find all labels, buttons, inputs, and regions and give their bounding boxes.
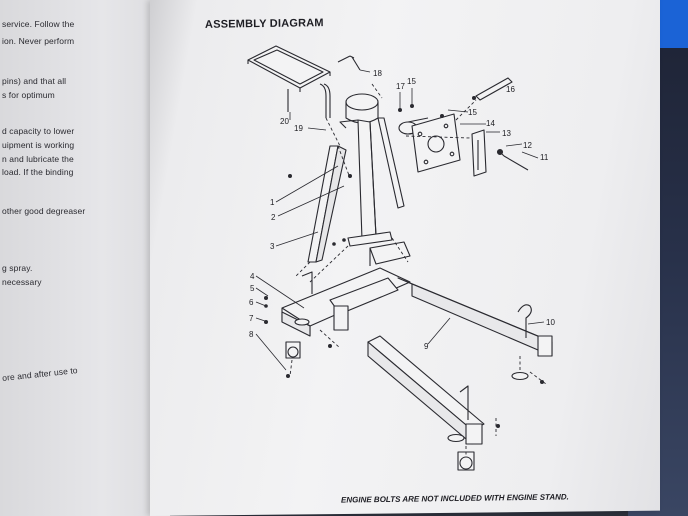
leg-brace (307, 145, 347, 263)
left-page (0, 0, 170, 516)
part-number-label: 20 (280, 117, 289, 126)
tool-tray (247, 45, 331, 118)
left-page-line: ion. Never perform (2, 36, 75, 46)
left-page-line: other good degreaser (2, 206, 86, 216)
part-number-label: 5 (250, 284, 255, 293)
part-number-label: 2 (271, 213, 276, 222)
part-number-label: 17 (396, 82, 405, 91)
part-number-label: 19 (294, 124, 303, 133)
left-page-line: necessary (2, 277, 42, 287)
left-page-line: d capacity to lower (2, 126, 75, 136)
part-number-label: 1 (270, 198, 275, 207)
left-page-line: pins) and that all (2, 76, 67, 86)
part-number-label: 12 (523, 141, 532, 150)
part-number-label: 13 (502, 129, 511, 138)
part-number-label: 15 (407, 77, 416, 86)
part-number-label: 6 (249, 298, 254, 307)
monitor-edge (658, 0, 688, 48)
left-page-line: s for optimum (2, 90, 55, 100)
part-number-label: 15 (468, 108, 477, 117)
caster (285, 318, 529, 471)
left-page-line: uipment is working (2, 140, 75, 150)
left-page-line: service. Follow the (2, 19, 75, 29)
base-frame (281, 241, 553, 445)
left-page-line: g spray. (2, 263, 33, 273)
part-number-label: 8 (249, 330, 254, 339)
part-number-label: 9 (424, 342, 429, 351)
part-number-label: 11 (540, 153, 549, 162)
part-number-label: 18 (373, 69, 382, 78)
part-number-label: 3 (270, 242, 275, 251)
part-number-label: 10 (546, 318, 555, 327)
part-number-label: 7 (249, 314, 254, 323)
part-number-label: 14 (486, 119, 495, 128)
part-number-label: 4 (250, 272, 255, 281)
left-page-line: load. If the binding (2, 167, 74, 177)
part-number-label: 16 (506, 85, 515, 94)
left-page-line: n and lubricate the (2, 154, 74, 164)
engine-mount-head (398, 113, 487, 177)
mast (339, 93, 393, 247)
